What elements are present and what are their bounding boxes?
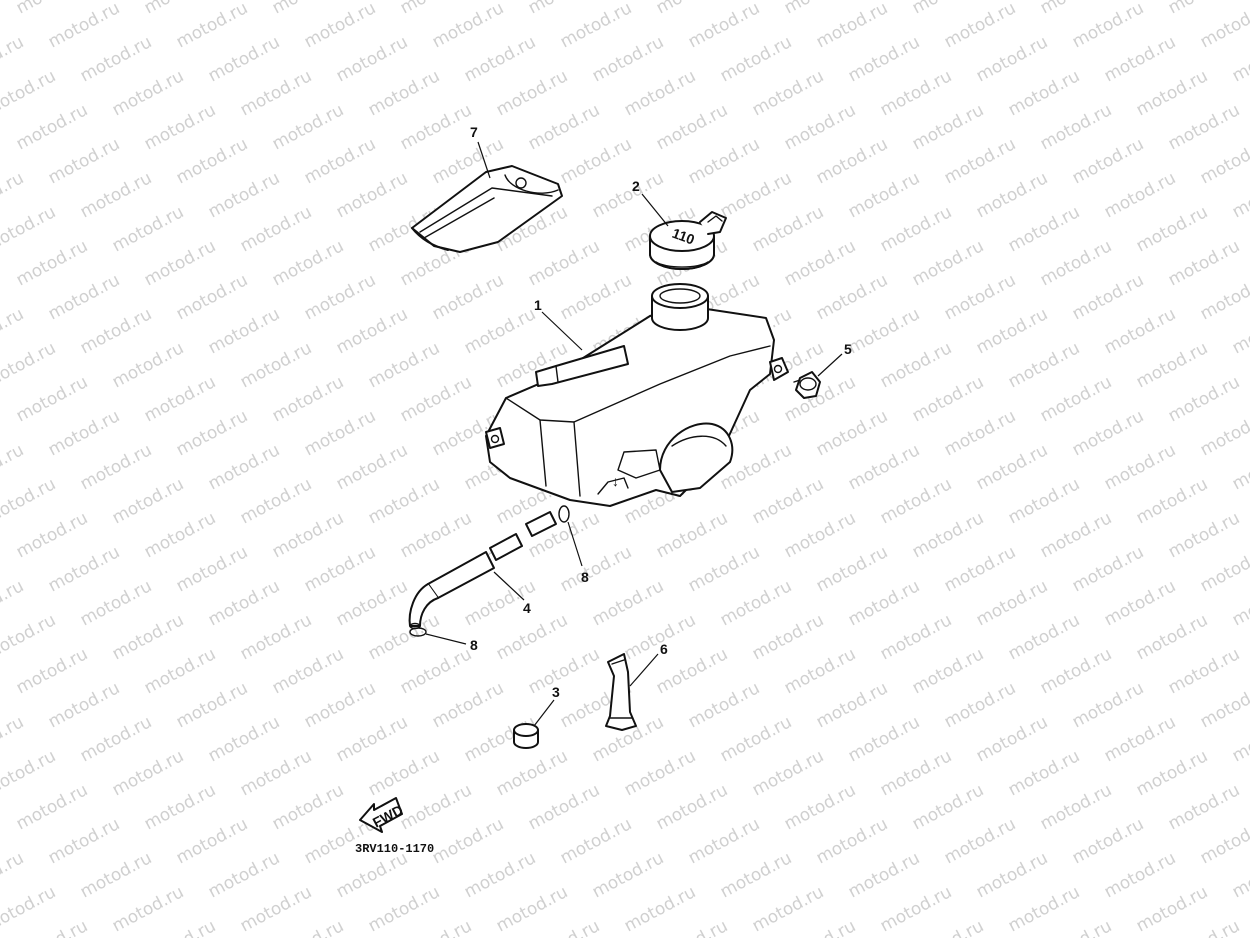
forward-arrow-icon: FWD xyxy=(359,797,406,833)
clamp-part-lower xyxy=(409,627,427,637)
cap-marking: 110 xyxy=(670,225,697,248)
leader-lines xyxy=(425,141,843,727)
bolt-part xyxy=(793,371,821,399)
reservoir-tank-part: ↓ xyxy=(485,283,789,507)
callout-5: 5 xyxy=(844,341,852,357)
callout-8-lower: 8 xyxy=(470,637,478,653)
part-code: 3RV110-1170 xyxy=(355,842,434,856)
band-part xyxy=(605,653,637,731)
radiator-cap-part: 110 xyxy=(649,211,727,270)
callout-3: 3 xyxy=(552,684,560,700)
hose-part xyxy=(408,511,557,630)
callouts: 7 2 1 5 8 4 8 6 3 xyxy=(470,124,852,700)
callout-1: 1 xyxy=(534,297,542,313)
callout-2: 2 xyxy=(632,178,640,194)
callout-4: 4 xyxy=(523,600,531,616)
grommet-part xyxy=(513,723,539,749)
callout-7: 7 xyxy=(470,124,478,140)
callout-8-upper: 8 xyxy=(581,569,589,585)
clamp-part-upper xyxy=(558,505,570,523)
tool-bag-part xyxy=(411,165,563,253)
callout-6: 6 xyxy=(660,641,668,657)
outlet-marking: ↓ xyxy=(612,473,619,489)
